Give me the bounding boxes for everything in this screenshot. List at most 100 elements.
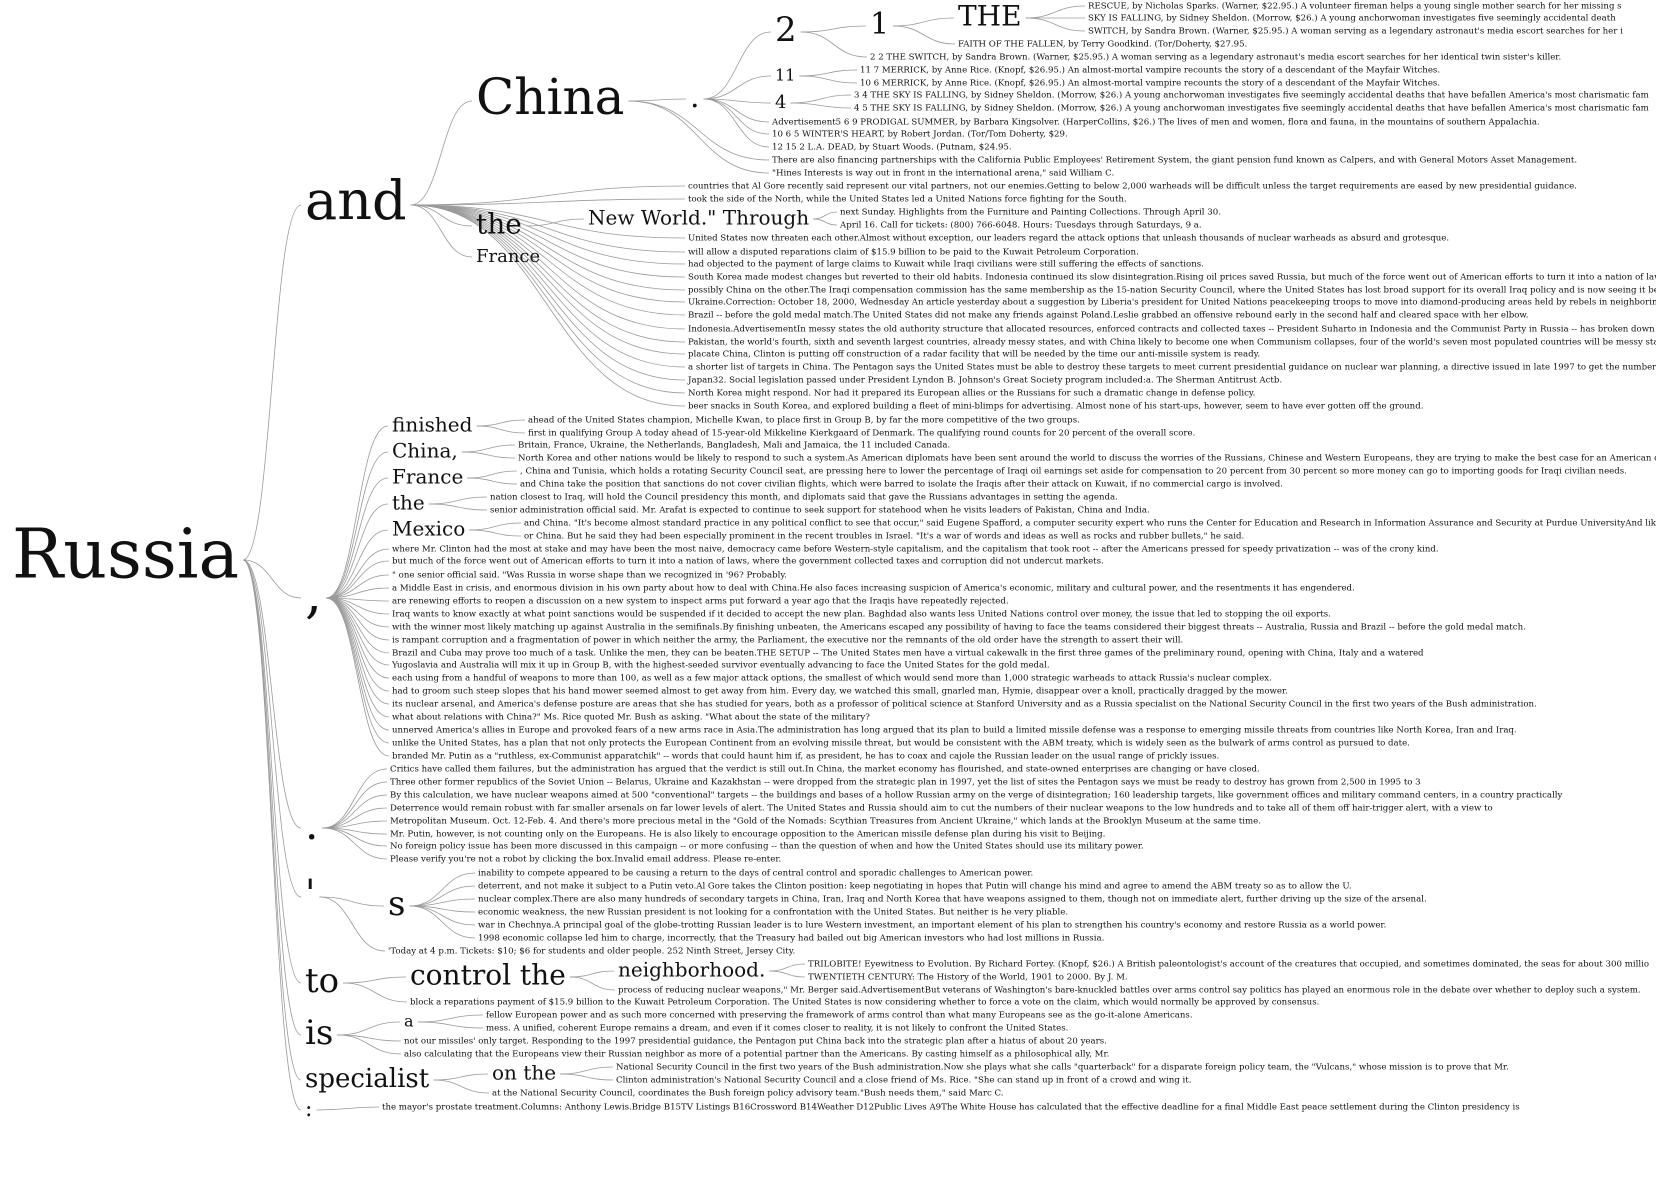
tree-edge: [322, 827, 388, 860]
subnode-word: 11: [775, 66, 795, 85]
tree-edge: [316, 1106, 380, 1111]
tree-edge: [417, 1014, 484, 1023]
leaf-text: Metropolitan Museum. Oct. 12-Feb. 4. And…: [390, 817, 1261, 827]
leaf-text: April 16. Call for tickets: (800) 766-60…: [839, 220, 1202, 231]
branch-word: specialist: [305, 1064, 430, 1094]
tree-edge: [326, 529, 389, 599]
branch-word: :: [305, 1097, 312, 1122]
leaf-text: where Mr. Clinton had the most at stake …: [392, 545, 1439, 555]
leaf-text: Japan32. Social legislation passed under…: [687, 376, 1282, 386]
subnode-word: New World." Through: [588, 206, 809, 230]
tree-edge: [242, 204, 302, 561]
tree-edges: [242, 5, 1086, 1111]
leaf-text: next Sunday. Highlights from the Furnitu…: [840, 208, 1221, 218]
branch-word: ,: [305, 562, 322, 625]
branch-word: ': [305, 872, 315, 916]
leaf-text: Iraq wants to know exactly at what point…: [392, 610, 1331, 620]
leaf-text: " one senior official said. "Was Russia …: [392, 571, 787, 581]
tree-edge: [337, 1034, 402, 1055]
branch-word: .: [305, 800, 318, 849]
subnode-word: 2: [775, 10, 797, 50]
leaf-text: Three other former republics of the Sovi…: [390, 778, 1421, 788]
subnode-word: 4: [775, 92, 786, 113]
leaf-text: North Korea might respond. Nor had it pr…: [688, 389, 1255, 399]
leaf-text: the mayor's prostate treatment.Columns: …: [382, 1103, 1520, 1113]
leaf-text: had to groom such steep slopes that his …: [392, 687, 1288, 697]
tree-edge: [1025, 5, 1086, 19]
tree-edge: [410, 204, 686, 265]
root-word: Russia: [12, 516, 239, 595]
leaf-text: SKY IS FALLING, by Sidney Sheldon. (Morr…: [1088, 13, 1616, 24]
tree-edge: [461, 444, 516, 453]
leaf-text: each using from a handful of weapons to …: [392, 674, 1272, 684]
tree-edge: [799, 75, 858, 84]
tree-edge: [1025, 17, 1086, 32]
leaf-text: North Korea and other nations would be l…: [518, 454, 1656, 464]
tree-edge: [409, 872, 476, 907]
leaf-text: are renewing efforts to reopen a discuss…: [392, 597, 1009, 607]
leaf-text: South Korea made modest changes but reve…: [688, 273, 1656, 283]
tree-edge: [326, 477, 389, 599]
tree-edge: [769, 963, 806, 972]
tree-edge: [326, 425, 389, 599]
leaf-text: a Middle East in crisis, and enormous di…: [392, 584, 1355, 594]
tree-edge: [326, 597, 390, 718]
tree-edge: [813, 211, 838, 220]
tree-edge: [410, 204, 686, 316]
leaf-text: 'Today at 4 p.m. Tickets: $10; $6 for st…: [388, 947, 795, 957]
tree-edge: [769, 970, 806, 978]
tree-edge: [703, 98, 770, 148]
leaf-text: RESCUE, by Nicholas Sparks. (Warner, $22…: [1088, 1, 1622, 12]
leaf-text: 10 6 MERRICK, by Anne Rice. (Knopf, $26.…: [860, 78, 1440, 89]
tree-edge: [409, 905, 476, 939]
leaf-text: Advertisement5 6 9 PRODIGAL SUMMER, by B…: [771, 117, 1540, 128]
branch-word: and: [305, 169, 407, 232]
leaf-text: Brazil and Cuba may prove too much of a …: [392, 649, 1424, 659]
leaf-text: Please verify you're not a robot by clic…: [390, 855, 781, 865]
leaf-text: with the winner most likely matching up …: [392, 623, 1526, 633]
tree-edge: [703, 75, 772, 100]
tree-edge: [628, 100, 770, 174]
tree-edge: [242, 559, 302, 1081]
leaf-text: process of reducing nuclear weapons," Mr…: [618, 986, 1641, 996]
leaf-text: inability to compete appeared to be caus…: [478, 869, 1033, 879]
leaf-text: 10 6 5 WINTER'S HEART, by Robert Jordan.…: [772, 129, 1068, 140]
tree-edge: [242, 559, 302, 829]
tree-edge: [326, 597, 390, 641]
tree-edge: [410, 204, 686, 368]
tree-edge: [813, 218, 838, 226]
leaf-text: There are also financing partnerships wi…: [772, 156, 1577, 166]
subnode-word: neighborhood.: [618, 958, 765, 982]
subnode-word: China,: [392, 439, 458, 463]
tree-edge: [410, 204, 686, 381]
leaf-text: nuclear complex.There are also many hund…: [478, 895, 1427, 905]
subnode-word: a: [404, 1012, 414, 1031]
tree-edge: [428, 496, 488, 505]
leaf-text: countries that Al Gore recently said rep…: [688, 182, 1577, 192]
tree-edge: [242, 559, 302, 1036]
leaf-text: 11 7 MERRICK, by Anne Rice. (Knopf, $26.…: [860, 65, 1440, 76]
tree-edge: [569, 976, 616, 991]
tree-edge: [893, 17, 955, 27]
tree-edge: [337, 1021, 401, 1036]
tree-edge: [326, 597, 390, 757]
leaf-text: 12 15 2 L.A. DEAD, by Stuart Woods. (Put…: [772, 142, 1012, 153]
leaf-text: United States now threaten each other.Al…: [688, 234, 1449, 244]
leaf-text: or China. But he said they had been espe…: [524, 532, 1244, 542]
tree-edge: [703, 98, 772, 104]
tree-edge: [628, 98, 687, 102]
tree-edge: [410, 204, 686, 343]
leaf-text: first in qualifying Group A today ahead …: [528, 429, 1195, 439]
leaf-text: deterrent, and not make it subject to a …: [478, 882, 1352, 892]
subnode-word: Mexico: [392, 517, 465, 541]
tree-edge: [243, 559, 302, 599]
tree-edge: [326, 597, 390, 731]
subnode-word: China: [476, 68, 624, 126]
subnode-word: on the: [492, 1061, 556, 1085]
leaf-text: Brazil -- before the gold medal match.Th…: [688, 311, 1528, 321]
leaf-text: at the National Security Council, coordi…: [492, 1089, 1004, 1099]
leaf-text: but much of the force went out of Americ…: [392, 557, 1104, 567]
leaf-text: Ukraine.Correction: October 18, 2000, We…: [688, 298, 1656, 308]
leaf-text: Deterrence would remain robust with far …: [390, 804, 1493, 814]
tree-edge: [569, 970, 615, 978]
